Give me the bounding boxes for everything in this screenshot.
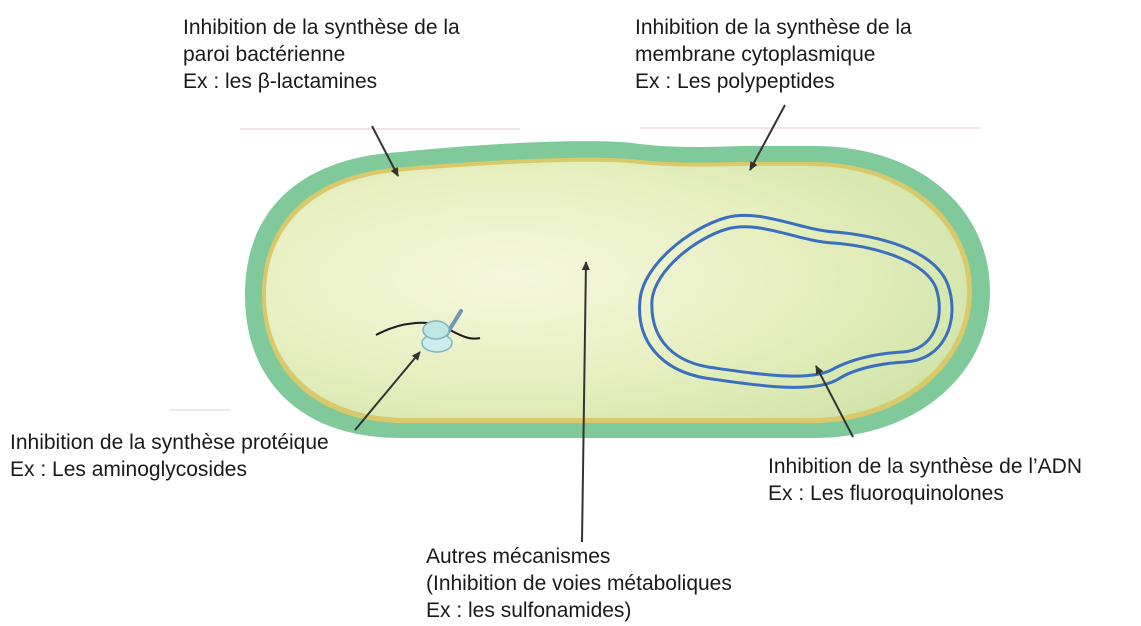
label-line: Ex : Les fluoroquinolones: [768, 480, 1082, 507]
label-protein-synthesis: Inhibition de la synthèse protéique Ex :…: [10, 429, 329, 483]
label-line: Inhibition de la synthèse de la: [183, 14, 460, 41]
label-line: (Inhibition de voies métaboliques: [426, 570, 732, 597]
label-line: Ex : Les polypeptides: [635, 68, 912, 95]
cytoplasm: [266, 162, 967, 418]
label-line: Ex : les β-lactamines: [183, 68, 460, 95]
label-line: Inhibition de la synthèse de l’ADN: [768, 453, 1082, 480]
label-line: Inhibition de la synthèse protéique: [10, 429, 329, 456]
label-line: paroi bactérienne: [183, 41, 460, 68]
label-line: Ex : les sulfonamides): [426, 597, 732, 624]
label-dna-synthesis: Inhibition de la synthèse de l’ADN Ex : …: [768, 453, 1082, 507]
label-cell-wall-synthesis: Inhibition de la synthèse de la paroi ba…: [183, 14, 460, 95]
label-line: Inhibition de la synthèse de la: [635, 14, 912, 41]
label-line: membrane cytoplasmique: [635, 41, 912, 68]
label-line: Autres mécanismes: [426, 543, 732, 570]
label-membrane-synthesis: Inhibition de la synthèse de la membrane…: [635, 14, 912, 95]
label-line: Ex : Les aminoglycosides: [10, 456, 329, 483]
label-other-mechanisms: Autres mécanismes (Inhibition de voies m…: [426, 543, 732, 624]
